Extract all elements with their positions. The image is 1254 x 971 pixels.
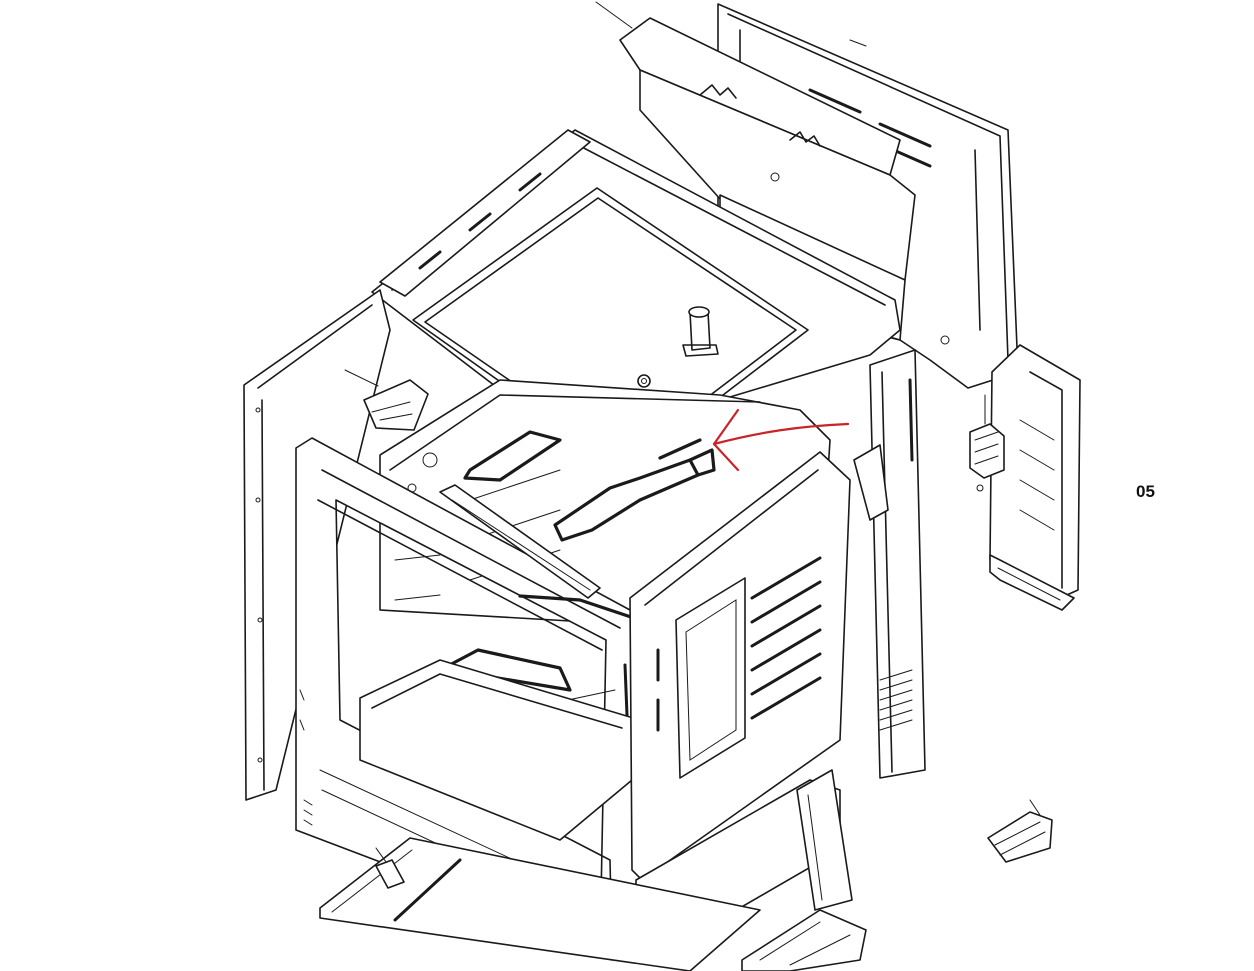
part-number-label: 05 (1136, 482, 1155, 501)
right-rear-rail (869, 349, 926, 779)
shelf-support-bar (439, 484, 601, 599)
foot-bracket (741, 909, 867, 971)
left-bracket (344, 369, 429, 431)
highlight-arrow (712, 408, 850, 472)
side-terminal-box (989, 344, 1081, 611)
upper-heating-element (463, 430, 716, 542)
side-bracket (853, 444, 889, 521)
drawer-panel (319, 837, 761, 971)
terminal-clip (987, 799, 1053, 863)
rear-leg-bracket (796, 769, 853, 911)
duct-leader-line (595, 1, 633, 29)
right-side-panel (629, 451, 851, 881)
thermostat-switch (969, 394, 1005, 492)
left-top-rail (379, 129, 591, 297)
